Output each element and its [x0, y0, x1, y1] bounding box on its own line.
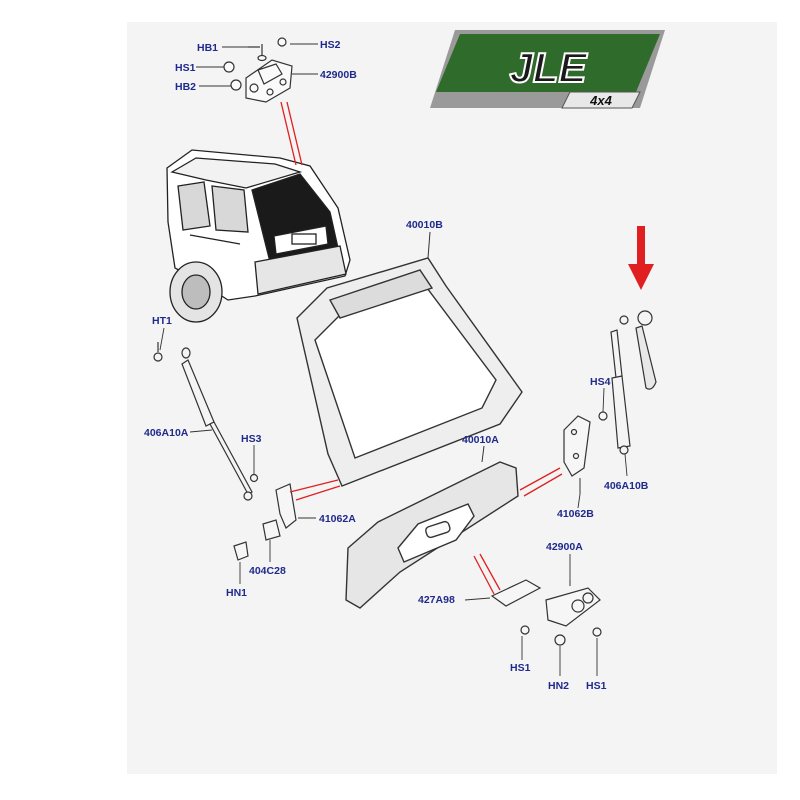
label-40010a: 40010A [462, 434, 499, 446]
right-bracket-41062b [563, 411, 608, 494]
lower-hinge-42900a [490, 579, 602, 646]
upper-tailgate-40010b [296, 231, 523, 487]
label-41062a: 41062A [319, 513, 356, 525]
jle-logo: JLE 4x4 [430, 30, 665, 109]
logo-subtitle: 4x4 [589, 93, 612, 108]
left-gas-strut [153, 342, 253, 501]
right-gas-strut [610, 310, 657, 455]
vehicle-sketch [166, 149, 351, 323]
label-hs3: HS3 [241, 433, 262, 445]
upper-hinge-42900b [223, 37, 293, 103]
label-hs1-top: HS1 [175, 62, 196, 74]
label-hn2: HN2 [548, 680, 569, 692]
part-labels: HB1 HS2 HS1 42900B HB2 40010B HT1 HS4 40… [144, 39, 649, 692]
label-hb1: HB1 [197, 42, 218, 54]
lower-tailgate-40010a [345, 445, 519, 609]
left-bracket-41062a [233, 473, 297, 561]
label-427a98: 427A98 [418, 594, 455, 606]
label-hs1-right: HS1 [586, 680, 607, 692]
label-hs1-left: HS1 [510, 662, 531, 674]
label-hb2: HB2 [175, 81, 196, 93]
label-406a10b: 406A10B [604, 480, 649, 492]
logo-subtitle-tab [561, 91, 641, 109]
label-41062b: 41062B [557, 508, 594, 520]
hinge-leader-lines [280, 101, 303, 166]
label-406a10a: 406A10A [144, 427, 189, 439]
label-hn1: HN1 [226, 587, 247, 599]
logo-green-plate [436, 34, 660, 92]
assembly-leader-lines [289, 467, 563, 595]
label-leaders [159, 43, 628, 676]
label-42900a: 42900A [546, 541, 583, 553]
label-404c28: 404C28 [249, 565, 286, 577]
label-42900b: 42900B [320, 69, 357, 81]
label-hs4: HS4 [590, 376, 611, 388]
label-ht1: HT1 [152, 315, 172, 327]
label-hs2: HS2 [320, 39, 341, 51]
label-40010b: 40010B [406, 219, 443, 231]
logo-brand: JLE [509, 44, 588, 91]
red-indicator-arrow [628, 226, 654, 290]
